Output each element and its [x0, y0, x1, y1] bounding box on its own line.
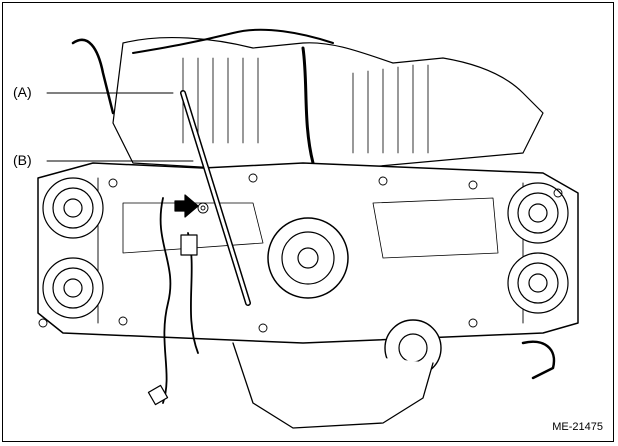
right-lower-cam-sprocket: [507, 252, 569, 314]
right-upper-cam-sprocket: [507, 182, 569, 244]
intake-manifold: [71, 28, 544, 174]
reference-code: ME-21475: [552, 421, 603, 433]
left-upper-cam-sprocket: [42, 177, 104, 239]
callout-b: (B): [13, 152, 32, 168]
oil-pan: [232, 342, 434, 429]
figure-frame: (A) (B) ME-21475: [2, 2, 614, 442]
crankshaft-pulley: [267, 217, 349, 299]
engine-illustration: [37, 28, 579, 429]
wiring-harness: [147, 197, 199, 406]
oil-level-gauge-guide: [180, 90, 251, 306]
left-lower-cam-sprocket: [42, 257, 104, 319]
callout-a: (A): [13, 84, 32, 100]
right-arrow-icon: [174, 194, 199, 218]
bolt-holes: [38, 173, 563, 333]
